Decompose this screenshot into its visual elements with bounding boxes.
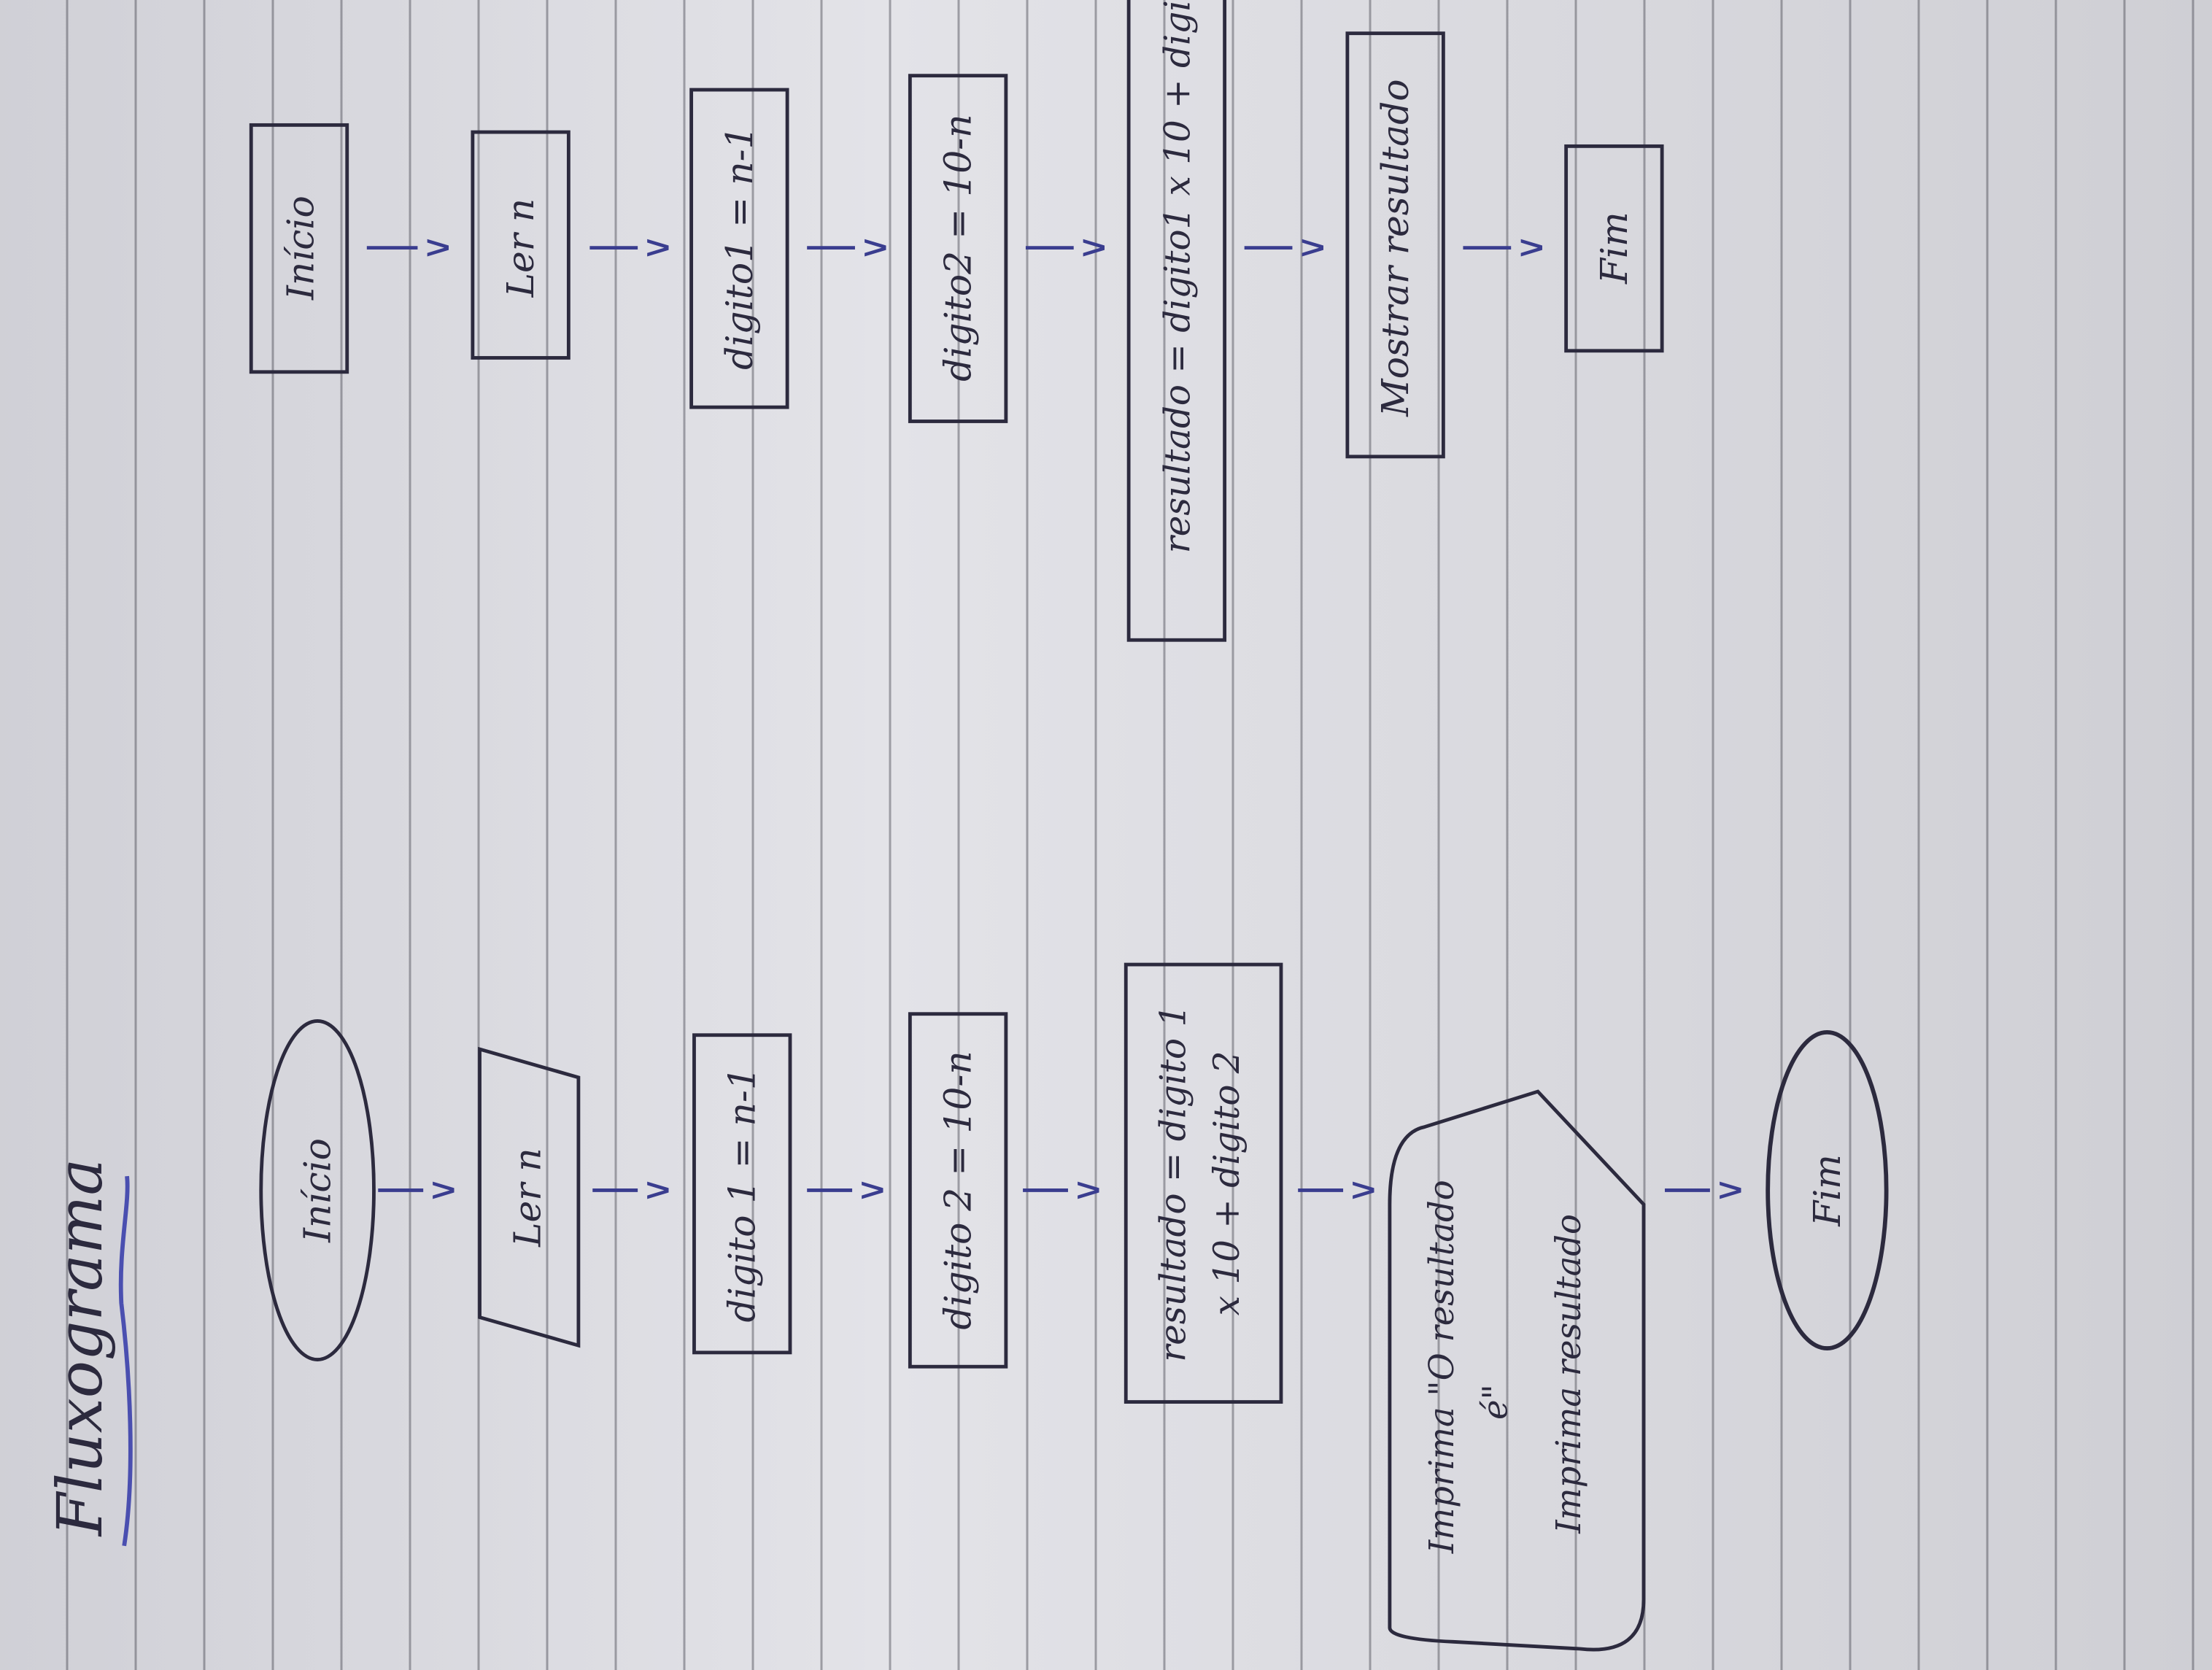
chevron-down-icon: ∨: [1508, 234, 1551, 261]
display-label-line-3: Imprima resultado: [1549, 1214, 1588, 1534]
c1-input-box: [471, 130, 571, 360]
display-shape: [1388, 1089, 1646, 1652]
c1-display-box: [1345, 31, 1445, 459]
c1-step3-label: resultado = digito1 x 10 + digito2: [1157, 0, 1198, 553]
display-label-line-1: Imprima "O resultado: [1422, 1180, 1461, 1554]
step3-label-line-2: x 10 + digito 2: [1207, 1051, 1248, 1315]
chevron-down-icon: ∨: [1706, 1177, 1749, 1204]
column-2-flow: Início ∨ Ler n ∨ digito 1 = n-1 ∨ digito…: [259, 962, 1889, 1652]
c1-start-box: [249, 123, 349, 374]
title-underline: [118, 1175, 133, 1547]
c1-start-label: Início: [279, 196, 322, 301]
c1-end-box: [1564, 144, 1664, 353]
end-label: Fim: [1806, 1154, 1849, 1227]
c1-step2-label: digito2 = 10-n: [937, 114, 980, 381]
title-group: Fluxograma: [45, 1159, 133, 1547]
chevron-down-icon: ∨: [851, 234, 894, 261]
chevron-down-icon: ∨: [849, 1177, 892, 1204]
chevron-down-icon: ∨: [1289, 234, 1332, 261]
step2-label: digito 2 = 10-n: [937, 1051, 980, 1329]
end-terminator: [1766, 1029, 1889, 1350]
input-parallelogram: [478, 1046, 581, 1348]
chevron-down-icon: ∨: [420, 1177, 463, 1204]
c1-input-label: Ler n: [499, 198, 542, 298]
c1-step2-box: [908, 74, 1008, 423]
input-label: Ler n: [506, 1148, 549, 1248]
page-title: Fluxograma: [45, 1159, 117, 1538]
chevron-down-icon: ∨: [414, 234, 457, 261]
c1-end-label: Fim: [1593, 212, 1636, 285]
c1-step1-box: [689, 88, 789, 409]
chevron-down-icon: ∨: [1065, 1177, 1108, 1204]
start-label: Início: [296, 1138, 339, 1243]
chevron-down-icon: ∨: [1070, 234, 1113, 261]
step1-label: digito 1 = n-1: [721, 1067, 764, 1322]
step3-process: [1124, 962, 1283, 1404]
start-terminator: [259, 1018, 376, 1361]
column-1-flow: Início ∨ Ler n ∨ digito1 = n-1 ∨ digito2…: [249, 0, 1664, 642]
step1-process: [692, 1033, 792, 1355]
step2-process: [908, 1012, 1008, 1369]
display-label-line-2: é": [1475, 1384, 1515, 1420]
chevron-down-icon: ∨: [635, 234, 678, 261]
c1-step3-box: [1126, 0, 1227, 642]
c1-display-label: Mostrar resultado: [1374, 79, 1417, 417]
chevron-down-icon: ∨: [1340, 1177, 1383, 1204]
c1-step1-label: digito1 = n-1: [718, 125, 761, 369]
step3-label-line-1: resultado = digito 1: [1153, 1005, 1194, 1362]
chevron-down-icon: ∨: [635, 1177, 678, 1204]
